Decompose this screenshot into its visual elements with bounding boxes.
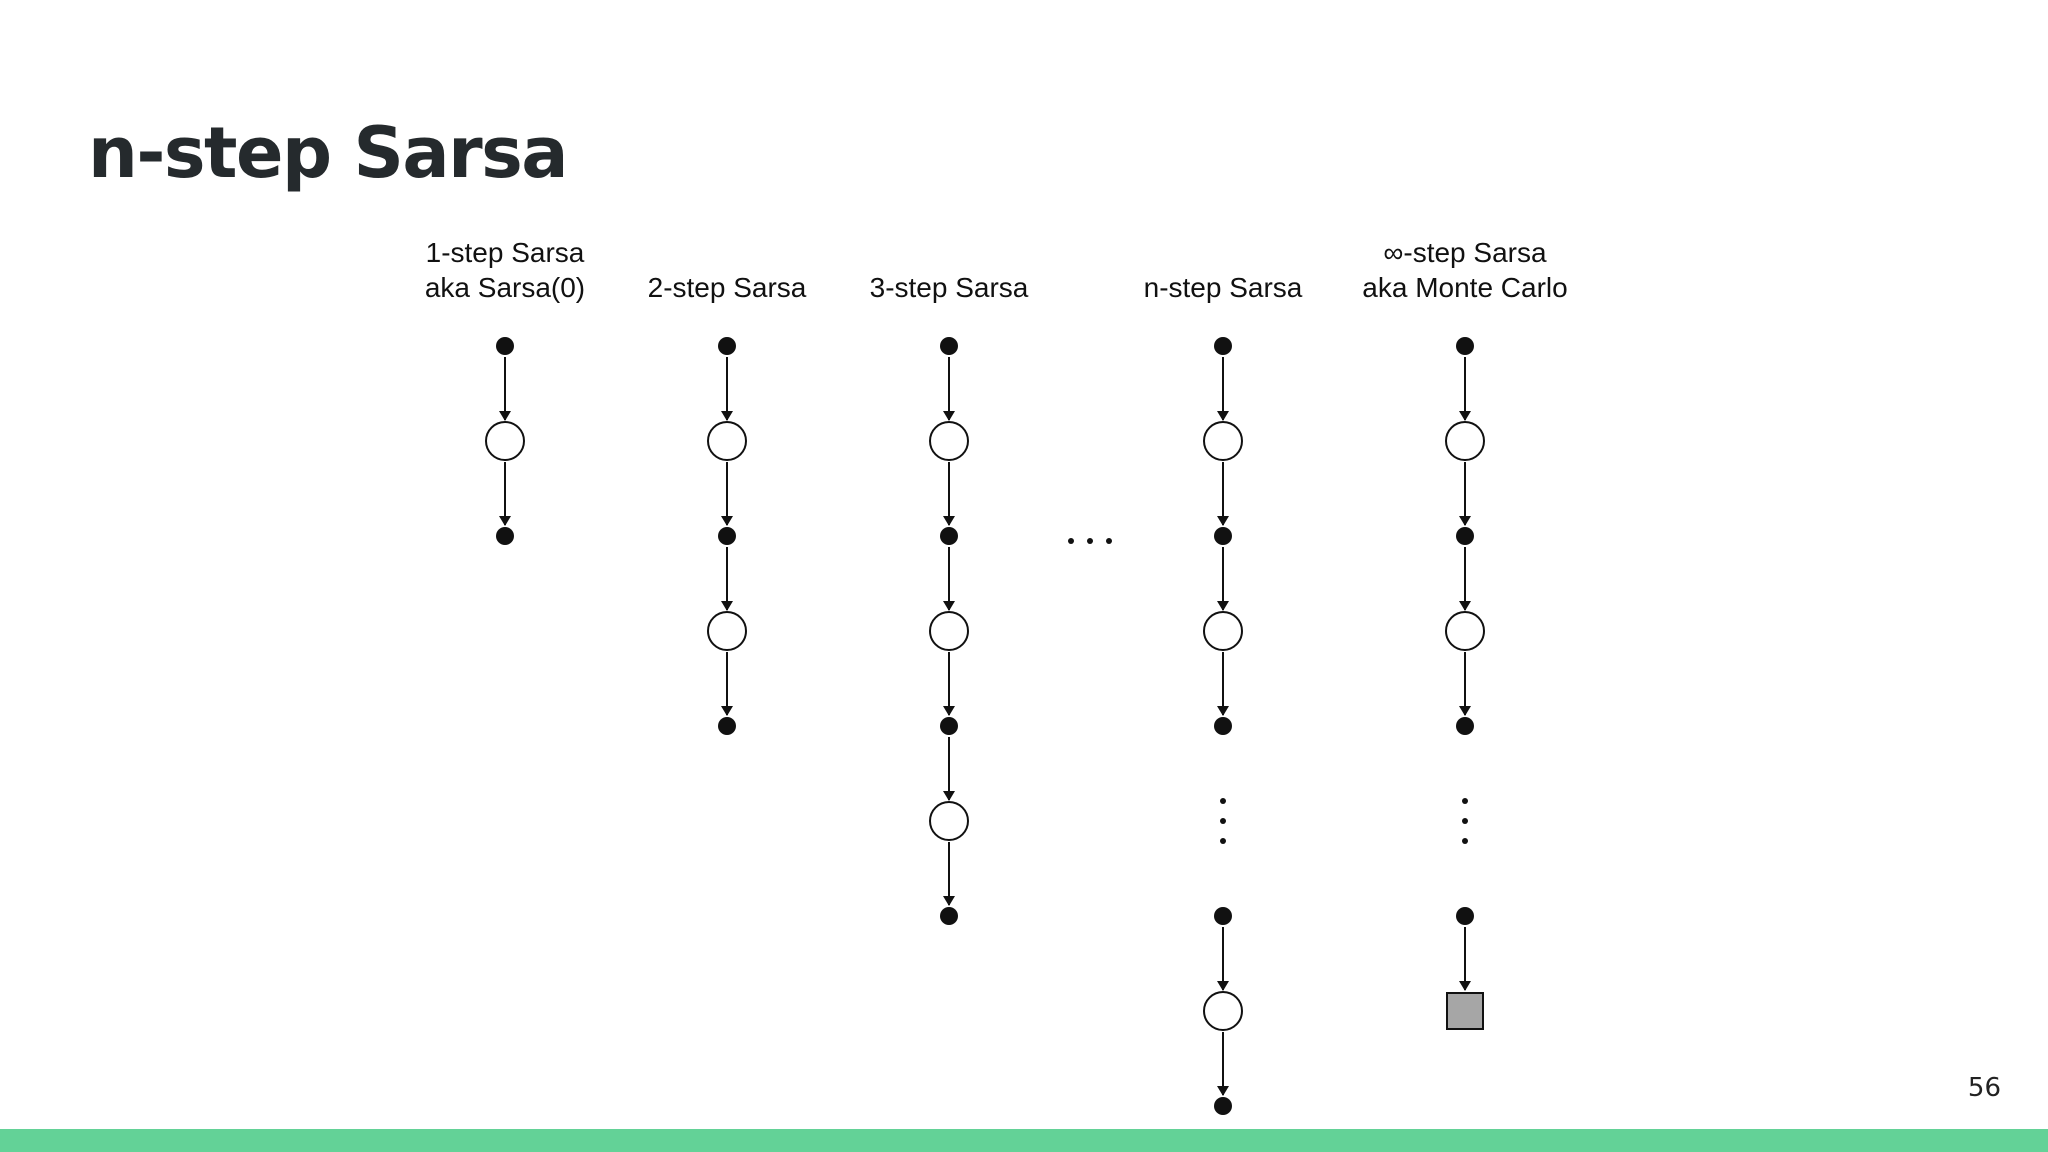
state-node: [1456, 337, 1474, 355]
column-label: aka Sarsa(0): [425, 272, 585, 303]
column-label: aka Monte Carlo: [1362, 272, 1567, 303]
state-node: [1214, 527, 1232, 545]
state-node: [1456, 527, 1474, 545]
state-node: [1456, 907, 1474, 925]
vertical-ellipsis-dot: [1220, 838, 1226, 844]
state-node: [940, 337, 958, 355]
state-action-node: [1445, 611, 1485, 651]
state-action-node: [929, 801, 969, 841]
state-node: [718, 717, 736, 735]
state-node: [1214, 907, 1232, 925]
slide-title: n-step Sarsa: [88, 112, 569, 194]
terminal-state-node: [1446, 992, 1484, 1030]
column-label: 1-step Sarsa: [426, 237, 585, 268]
column-label: 2-step Sarsa: [648, 272, 807, 303]
vertical-ellipsis-dot: [1462, 818, 1468, 824]
state-node: [496, 527, 514, 545]
state-action-node: [1203, 421, 1243, 461]
state-node: [1456, 717, 1474, 735]
horizontal-ellipsis-dot: [1068, 538, 1074, 544]
vertical-ellipsis-dot: [1462, 798, 1468, 804]
state-node: [1214, 717, 1232, 735]
vertical-ellipsis-dot: [1220, 798, 1226, 804]
state-node: [1214, 337, 1232, 355]
state-action-node: [929, 611, 969, 651]
page-number: 56: [1967, 1073, 2001, 1103]
state-action-node: [1445, 421, 1485, 461]
state-action-node: [929, 421, 969, 461]
state-node: [718, 527, 736, 545]
state-action-node: [1203, 991, 1243, 1031]
state-action-node: [707, 421, 747, 461]
state-action-node: [485, 421, 525, 461]
state-node: [496, 337, 514, 355]
state-node: [940, 527, 958, 545]
state-node: [940, 907, 958, 925]
state-node: [718, 337, 736, 355]
horizontal-ellipsis-dot: [1106, 538, 1112, 544]
vertical-ellipsis-dot: [1462, 838, 1468, 844]
footer-accent-bar: [0, 1129, 2048, 1152]
horizontal-ellipsis-dot: [1087, 538, 1093, 544]
state-node: [1214, 1097, 1232, 1115]
state-action-node: [707, 611, 747, 651]
column-label: n-step Sarsa: [1144, 272, 1303, 303]
state-action-node: [1203, 611, 1243, 651]
state-node: [940, 717, 958, 735]
column-label: 3-step Sarsa: [870, 272, 1029, 303]
column-label: ∞-step Sarsa: [1383, 237, 1547, 268]
vertical-ellipsis-dot: [1220, 818, 1226, 824]
